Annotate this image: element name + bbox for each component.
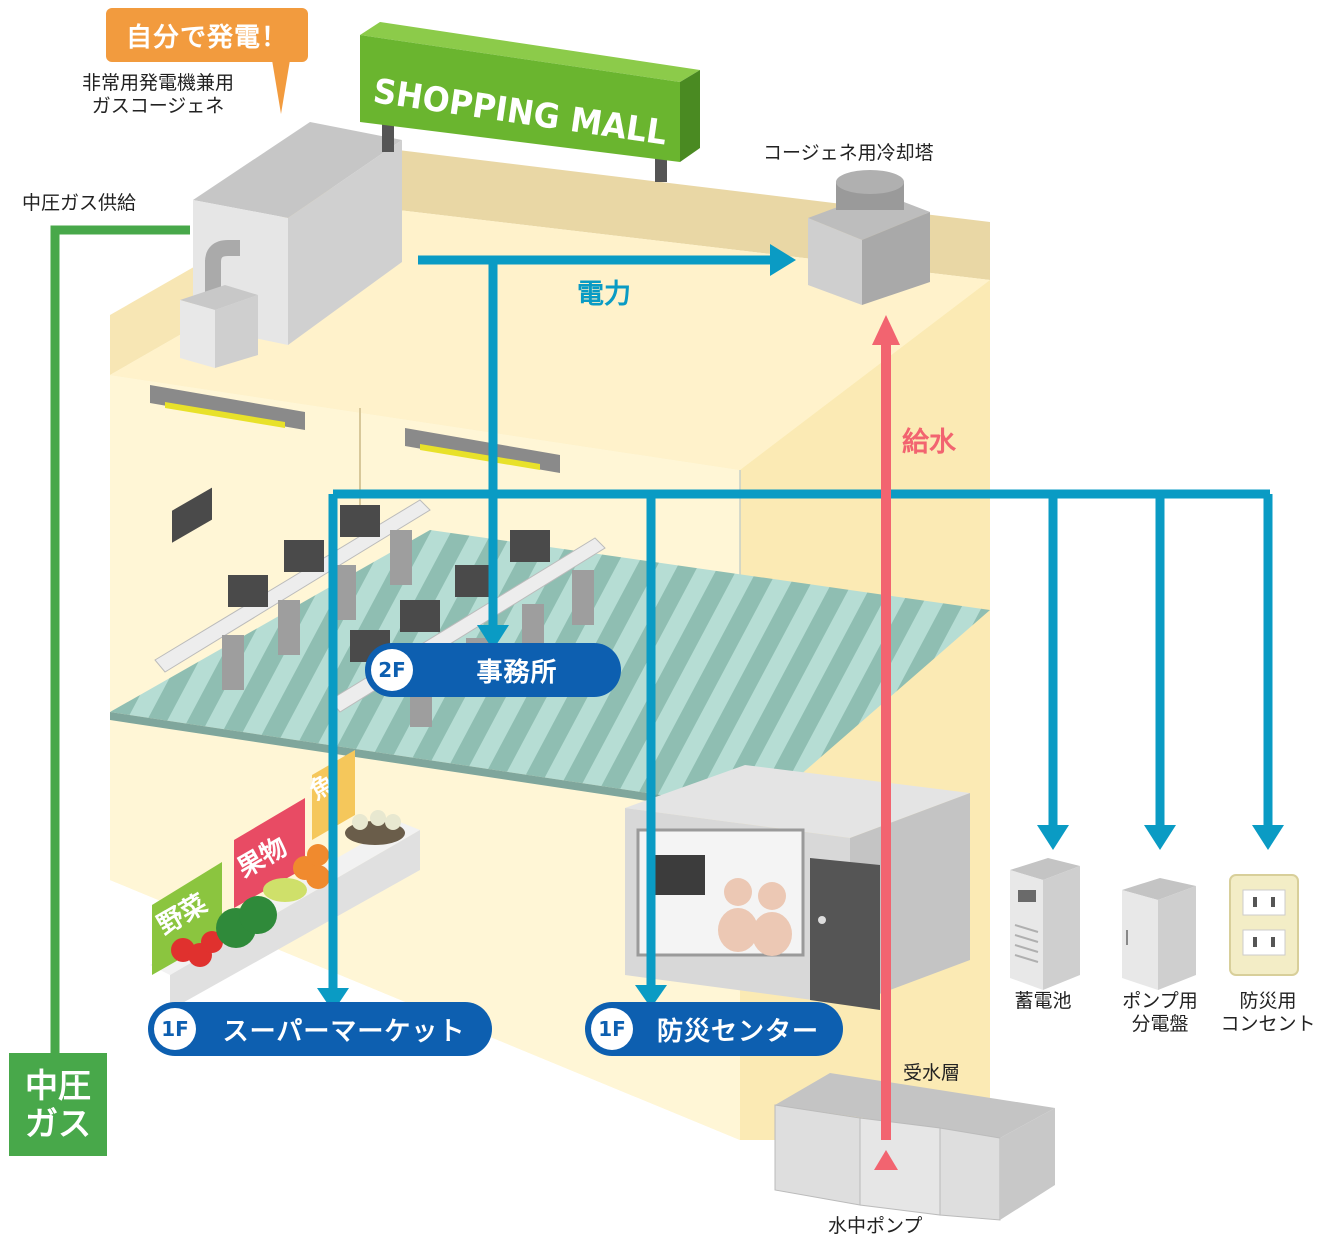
water-arrowhead-top: [872, 315, 900, 345]
monitor: [284, 540, 324, 572]
tower-side: [862, 212, 930, 305]
exhaust-pipe-bend: [205, 240, 240, 263]
sign-yasai: [152, 862, 222, 975]
person: [718, 908, 758, 952]
water-flow-label: 給水: [902, 427, 956, 458]
light: [150, 385, 305, 430]
medium-gas-box: 中圧 ガス: [9, 1053, 107, 1156]
floor-badge: 1F: [154, 1008, 196, 1050]
monitor: [228, 575, 268, 607]
outlet-label: 防災用 コンセント: [1220, 990, 1316, 1035]
cogen-aux-front: [180, 300, 215, 368]
power-arrowheads: [317, 244, 1284, 1012]
fish: [385, 814, 401, 830]
chair: [222, 635, 244, 690]
gas-supply-label: 中圧ガス供給: [22, 192, 137, 214]
light: [165, 402, 285, 428]
office-name: 事務所: [476, 657, 558, 688]
cooling-tower-label: コージェネ用冷却塔: [763, 142, 934, 164]
water-arrowhead-bottom: [874, 1150, 898, 1170]
water-tanks: [774, 1073, 1055, 1221]
bubble-tail: [272, 60, 290, 114]
disaster-center-label: 1F 防災センター: [585, 1002, 843, 1056]
chair: [390, 530, 412, 585]
chair: [278, 600, 300, 655]
tank-label: 受水層: [903, 1062, 961, 1084]
emergency-outlet: [1229, 874, 1299, 976]
monitor: [400, 600, 440, 632]
tomato: [201, 931, 223, 953]
orange: [307, 844, 329, 866]
disaster-center-room: [625, 765, 970, 1010]
power-flow-label: 電力: [577, 279, 631, 310]
fish: [352, 814, 368, 830]
cogen-top: [193, 122, 402, 218]
cooling-tower: [808, 170, 930, 305]
battery-label: 蓄電池: [1014, 990, 1072, 1012]
gas-line: [50, 225, 190, 1055]
produce-display: 野菜 果物 魚: [150, 750, 420, 1010]
floor-badge: 1F: [591, 1008, 633, 1050]
fish: [370, 810, 386, 826]
shelf-front: [170, 830, 420, 1010]
floor-badge: 2F: [371, 649, 413, 691]
supermarket-name: スーパーマーケット: [222, 1016, 466, 1047]
person: [758, 882, 786, 910]
light: [420, 444, 540, 470]
cogeneration-unit: [180, 122, 402, 368]
sign-kudamono: [234, 798, 305, 908]
banana: [263, 878, 307, 902]
tower-front: [808, 218, 862, 305]
room-door: [810, 858, 880, 1010]
person: [752, 912, 792, 956]
supermarket-label: 1F スーパーマーケット: [148, 1002, 492, 1056]
monitor: [172, 487, 212, 543]
tower-fan-cap: [836, 170, 904, 194]
cogen-label: 非常用発電機兼用 ガスコージェネ: [81, 72, 234, 117]
cogen-aux-side: [215, 295, 258, 368]
orange: [306, 865, 330, 889]
self-generation-bubble: 自分で発電！: [106, 8, 308, 62]
monitor: [340, 505, 380, 537]
second-floor-edge: [110, 712, 760, 818]
pump-panel-label: ポンプ用 分電盤: [1122, 990, 1198, 1035]
pump-panel: [1122, 878, 1196, 990]
mall-sign: SHOPPING MALL: [360, 22, 700, 182]
room-monitor: [655, 855, 705, 895]
pump-label: 水中ポンプ: [828, 1215, 923, 1237]
cogen-aux-top: [180, 285, 258, 310]
person: [724, 878, 752, 906]
watermelon: [239, 896, 277, 934]
sign-board: [360, 35, 680, 162]
power-lines: [328, 255, 1273, 1000]
battery-unit: [1010, 858, 1080, 990]
office-label: 2F 事務所: [365, 643, 621, 697]
ceiling-lights: [150, 385, 560, 473]
door-knob: [818, 916, 826, 924]
monitor: [510, 530, 550, 562]
sign-board-side: [680, 70, 700, 162]
disaster-center-name: 防災センター: [656, 1016, 819, 1047]
chair: [334, 565, 356, 620]
sign-board-top: [360, 22, 700, 82]
sign-post: [382, 122, 394, 152]
cogen-side: [288, 140, 402, 345]
monitor: [455, 565, 495, 597]
chair: [572, 570, 594, 625]
